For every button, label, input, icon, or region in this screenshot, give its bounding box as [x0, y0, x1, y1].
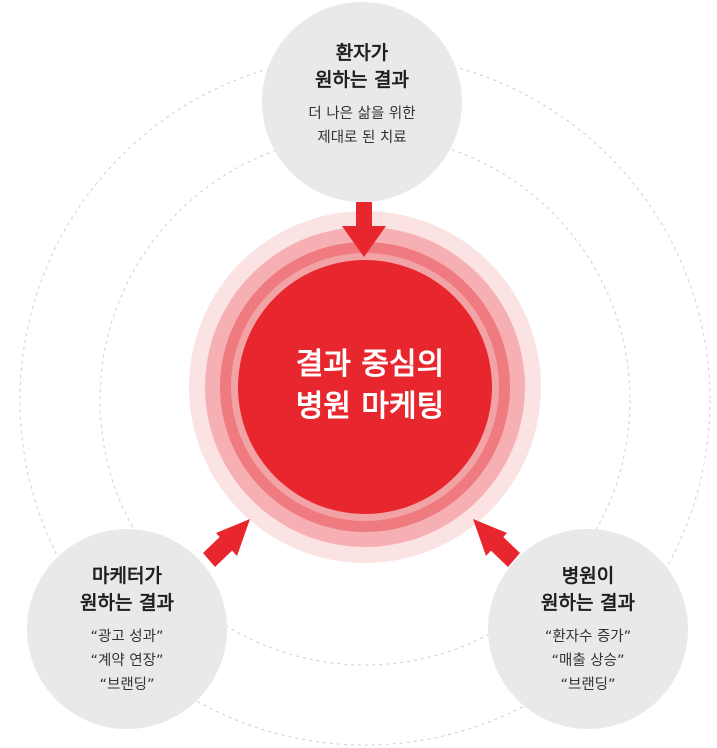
node-marketer-result: 마케터가 원하는 결과 “광고 성과” “계약 연장” “브랜딩”: [27, 529, 227, 729]
node-marketer-desc: “광고 성과” “계약 연장” “브랜딩”: [90, 629, 164, 693]
center-label-line2: 병원 마케팅: [295, 389, 445, 424]
node-patient-title: 환자가 원하는 결과: [314, 42, 409, 91]
node-hospital-desc: “환자수 증가” “매출 상승” “브랜딩”: [544, 629, 632, 693]
center-label: 결과 중심의 병원 마케팅: [240, 344, 500, 428]
arrow-left: [203, 519, 250, 567]
node-hospital-result: 병원이 원하는 결과 “환자수 증가” “매출 상승” “브랜딩”: [488, 529, 688, 729]
node-patient-desc: 더 나은 삶을 위한 제대로 된 치료: [308, 106, 416, 146]
center-circle: [238, 260, 492, 514]
arrow-right: [473, 519, 520, 567]
node-patient-result: 환자가 원하는 결과 더 나은 삶을 위한 제대로 된 치료: [262, 2, 462, 202]
center-label-line1: 결과 중심의: [295, 347, 445, 382]
node-hospital-title: 병원이 원하는 결과: [540, 565, 635, 614]
arrow-top: [342, 202, 386, 257]
node-marketer-title: 마케터가 원하는 결과: [79, 565, 174, 614]
